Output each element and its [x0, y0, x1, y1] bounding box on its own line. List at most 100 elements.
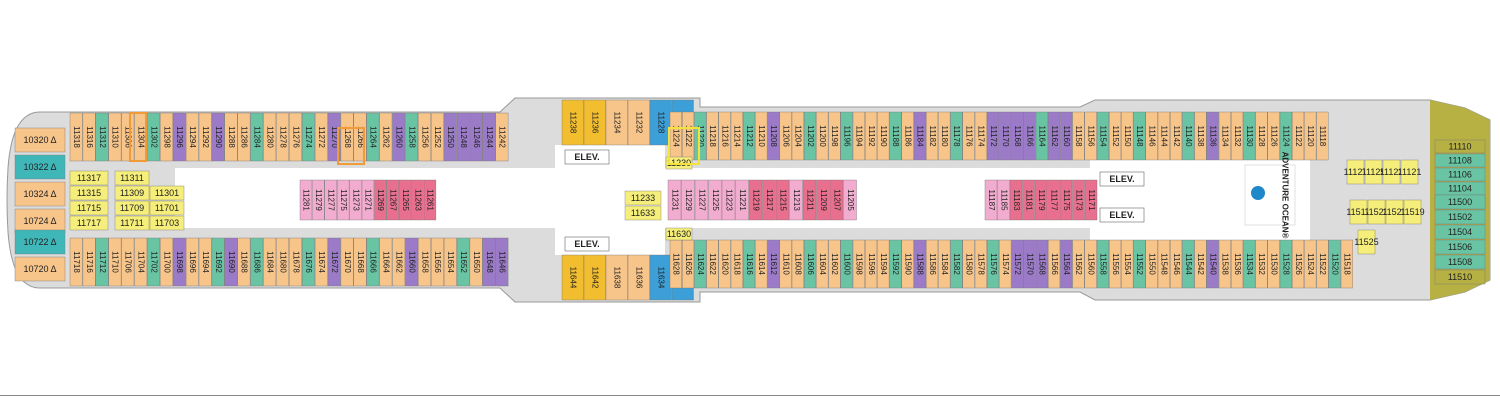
cabin[interactable]: 11179	[1034, 179, 1048, 221]
cabin[interactable]: 11694	[198, 237, 212, 287]
cabin[interactable]: 11194	[852, 111, 865, 161]
cabin[interactable]: 11634	[649, 254, 672, 301]
cabin[interactable]: 11558	[1096, 239, 1109, 289]
cabin[interactable]: 11166	[1023, 111, 1036, 161]
cabin[interactable]: 11174	[974, 111, 987, 161]
cabin[interactable]: 11154	[1096, 111, 1109, 161]
cabin[interactable]: 11718	[69, 237, 83, 287]
cabin[interactable]: 11715	[69, 200, 109, 216]
cabin[interactable]: 11566	[1047, 239, 1061, 289]
cabin[interactable]: 11592	[889, 239, 902, 289]
cabin[interactable]: 11123	[1380, 159, 1404, 185]
cabin[interactable]: 11118	[1316, 111, 1329, 161]
cabin[interactable]: 11144	[1157, 111, 1170, 161]
cabin[interactable]: 11717	[69, 215, 109, 231]
cabin[interactable]: 11216	[718, 111, 731, 161]
cabin[interactable]: 11160	[1060, 111, 1073, 161]
cabin[interactable]: 11646	[495, 237, 509, 287]
cabin[interactable]: 11202	[804, 111, 817, 161]
cabin[interactable]: 11703	[149, 215, 185, 231]
cabin[interactable]: 11218	[706, 111, 719, 161]
cabin[interactable]: 11570	[1023, 239, 1036, 289]
cabin[interactable]: 11262	[379, 112, 393, 162]
cabin[interactable]: 11280	[263, 112, 277, 162]
cabin[interactable]: 11205	[843, 179, 857, 221]
cabin[interactable]: 11576	[987, 239, 1000, 289]
cabin[interactable]: 11175	[1059, 179, 1073, 221]
cabin[interactable]: 11702	[147, 237, 160, 287]
cabin[interactable]: 11263	[411, 179, 424, 221]
cabin[interactable]: 11578	[974, 239, 987, 289]
cabin[interactable]: 11234	[605, 99, 628, 146]
cabin[interactable]: 11127	[1344, 159, 1368, 185]
cabin[interactable]: 11284	[250, 112, 264, 162]
cabin[interactable]: 11171	[1084, 179, 1098, 221]
cabin[interactable]: 11716	[82, 237, 96, 287]
cabin[interactable]: 11214	[730, 111, 743, 161]
cabin[interactable]: 11302	[147, 112, 160, 162]
cabin[interactable]: 11604	[816, 239, 829, 289]
cabin[interactable]: 11690	[224, 237, 238, 287]
cabin[interactable]: 11310	[108, 112, 122, 162]
cabin[interactable]: 11185	[997, 179, 1010, 221]
cabin[interactable]: 11696	[185, 237, 199, 287]
cabin[interactable]: 11519	[1400, 199, 1425, 225]
cabin[interactable]: 11188	[889, 111, 902, 161]
cabin[interactable]: 11594	[877, 239, 890, 289]
cabin[interactable]: 11309	[114, 185, 150, 201]
cabin[interactable]: 11130	[1243, 111, 1256, 161]
cabin[interactable]: 11540	[1206, 239, 1219, 289]
cabin[interactable]: 11211	[802, 179, 817, 221]
cabin[interactable]: 11181	[1022, 179, 1035, 221]
cabin[interactable]: 11538	[1218, 239, 1231, 289]
cabin[interactable]: 11633	[624, 205, 662, 221]
cabin[interactable]: 10324 Δ	[14, 181, 66, 207]
cabin[interactable]: 11596	[865, 239, 878, 289]
cabin[interactable]: 11238	[561, 99, 584, 146]
cabin[interactable]: 11624	[694, 239, 707, 289]
cabin[interactable]: 11536	[1230, 239, 1244, 289]
cabin[interactable]: 11252	[431, 112, 444, 162]
cabin[interactable]: 11221	[735, 179, 749, 221]
cabin[interactable]: 11636	[627, 254, 650, 301]
cabin[interactable]: 11290	[211, 112, 225, 162]
cabin[interactable]: 11686	[250, 237, 264, 287]
cabin[interactable]: 11676	[302, 237, 315, 287]
cabin[interactable]: 11138	[1194, 111, 1207, 161]
cabin[interactable]: 11150	[1121, 111, 1134, 161]
cabin[interactable]: 11572	[1011, 239, 1024, 289]
cabin[interactable]: 11610	[779, 239, 792, 289]
cabin[interactable]: 11618	[730, 239, 743, 289]
cabin[interactable]: 11556	[1108, 239, 1122, 289]
cabin[interactable]: 11294	[185, 112, 199, 162]
cabin[interactable]: 11517	[1346, 199, 1371, 225]
cabin[interactable]: 11606	[804, 239, 817, 289]
cabin[interactable]: 11542	[1194, 239, 1207, 289]
cabin[interactable]: 11662	[392, 237, 406, 287]
cabin[interactable]: 11219	[748, 179, 763, 221]
cabin[interactable]: 11590	[901, 239, 914, 289]
cabin[interactable]: 11104	[1434, 181, 1486, 196]
cabin[interactable]: 10320 Δ	[14, 127, 66, 153]
cabin[interactable]: 11704	[134, 237, 148, 287]
cabin[interactable]: 11616	[743, 239, 756, 289]
cabin[interactable]: 11250	[443, 112, 457, 162]
cabin[interactable]: 11124	[1279, 111, 1292, 161]
cabin[interactable]: 11180	[938, 111, 951, 161]
cabin[interactable]: 11273	[349, 179, 362, 221]
cabin[interactable]: 11311	[114, 170, 150, 186]
cabin[interactable]: 11520	[1328, 239, 1341, 289]
cabin[interactable]: 11502	[1434, 209, 1486, 225]
cabin[interactable]: 11660	[405, 237, 418, 287]
cabin[interactable]: 11268	[340, 112, 354, 162]
cabin[interactable]: 11278	[276, 112, 289, 162]
cabin[interactable]: 11213	[789, 179, 803, 221]
cabin[interactable]: 11204	[791, 111, 804, 161]
cabin[interactable]: 11152	[1108, 111, 1122, 161]
cabin[interactable]: 11521	[1382, 199, 1407, 225]
cabin[interactable]: 11246	[469, 112, 483, 162]
cabin[interactable]: 11233	[624, 190, 662, 206]
cabin[interactable]: 11198	[828, 111, 841, 161]
cabin[interactable]: 11168	[1011, 111, 1024, 161]
cabin[interactable]: 11176	[962, 111, 975, 161]
